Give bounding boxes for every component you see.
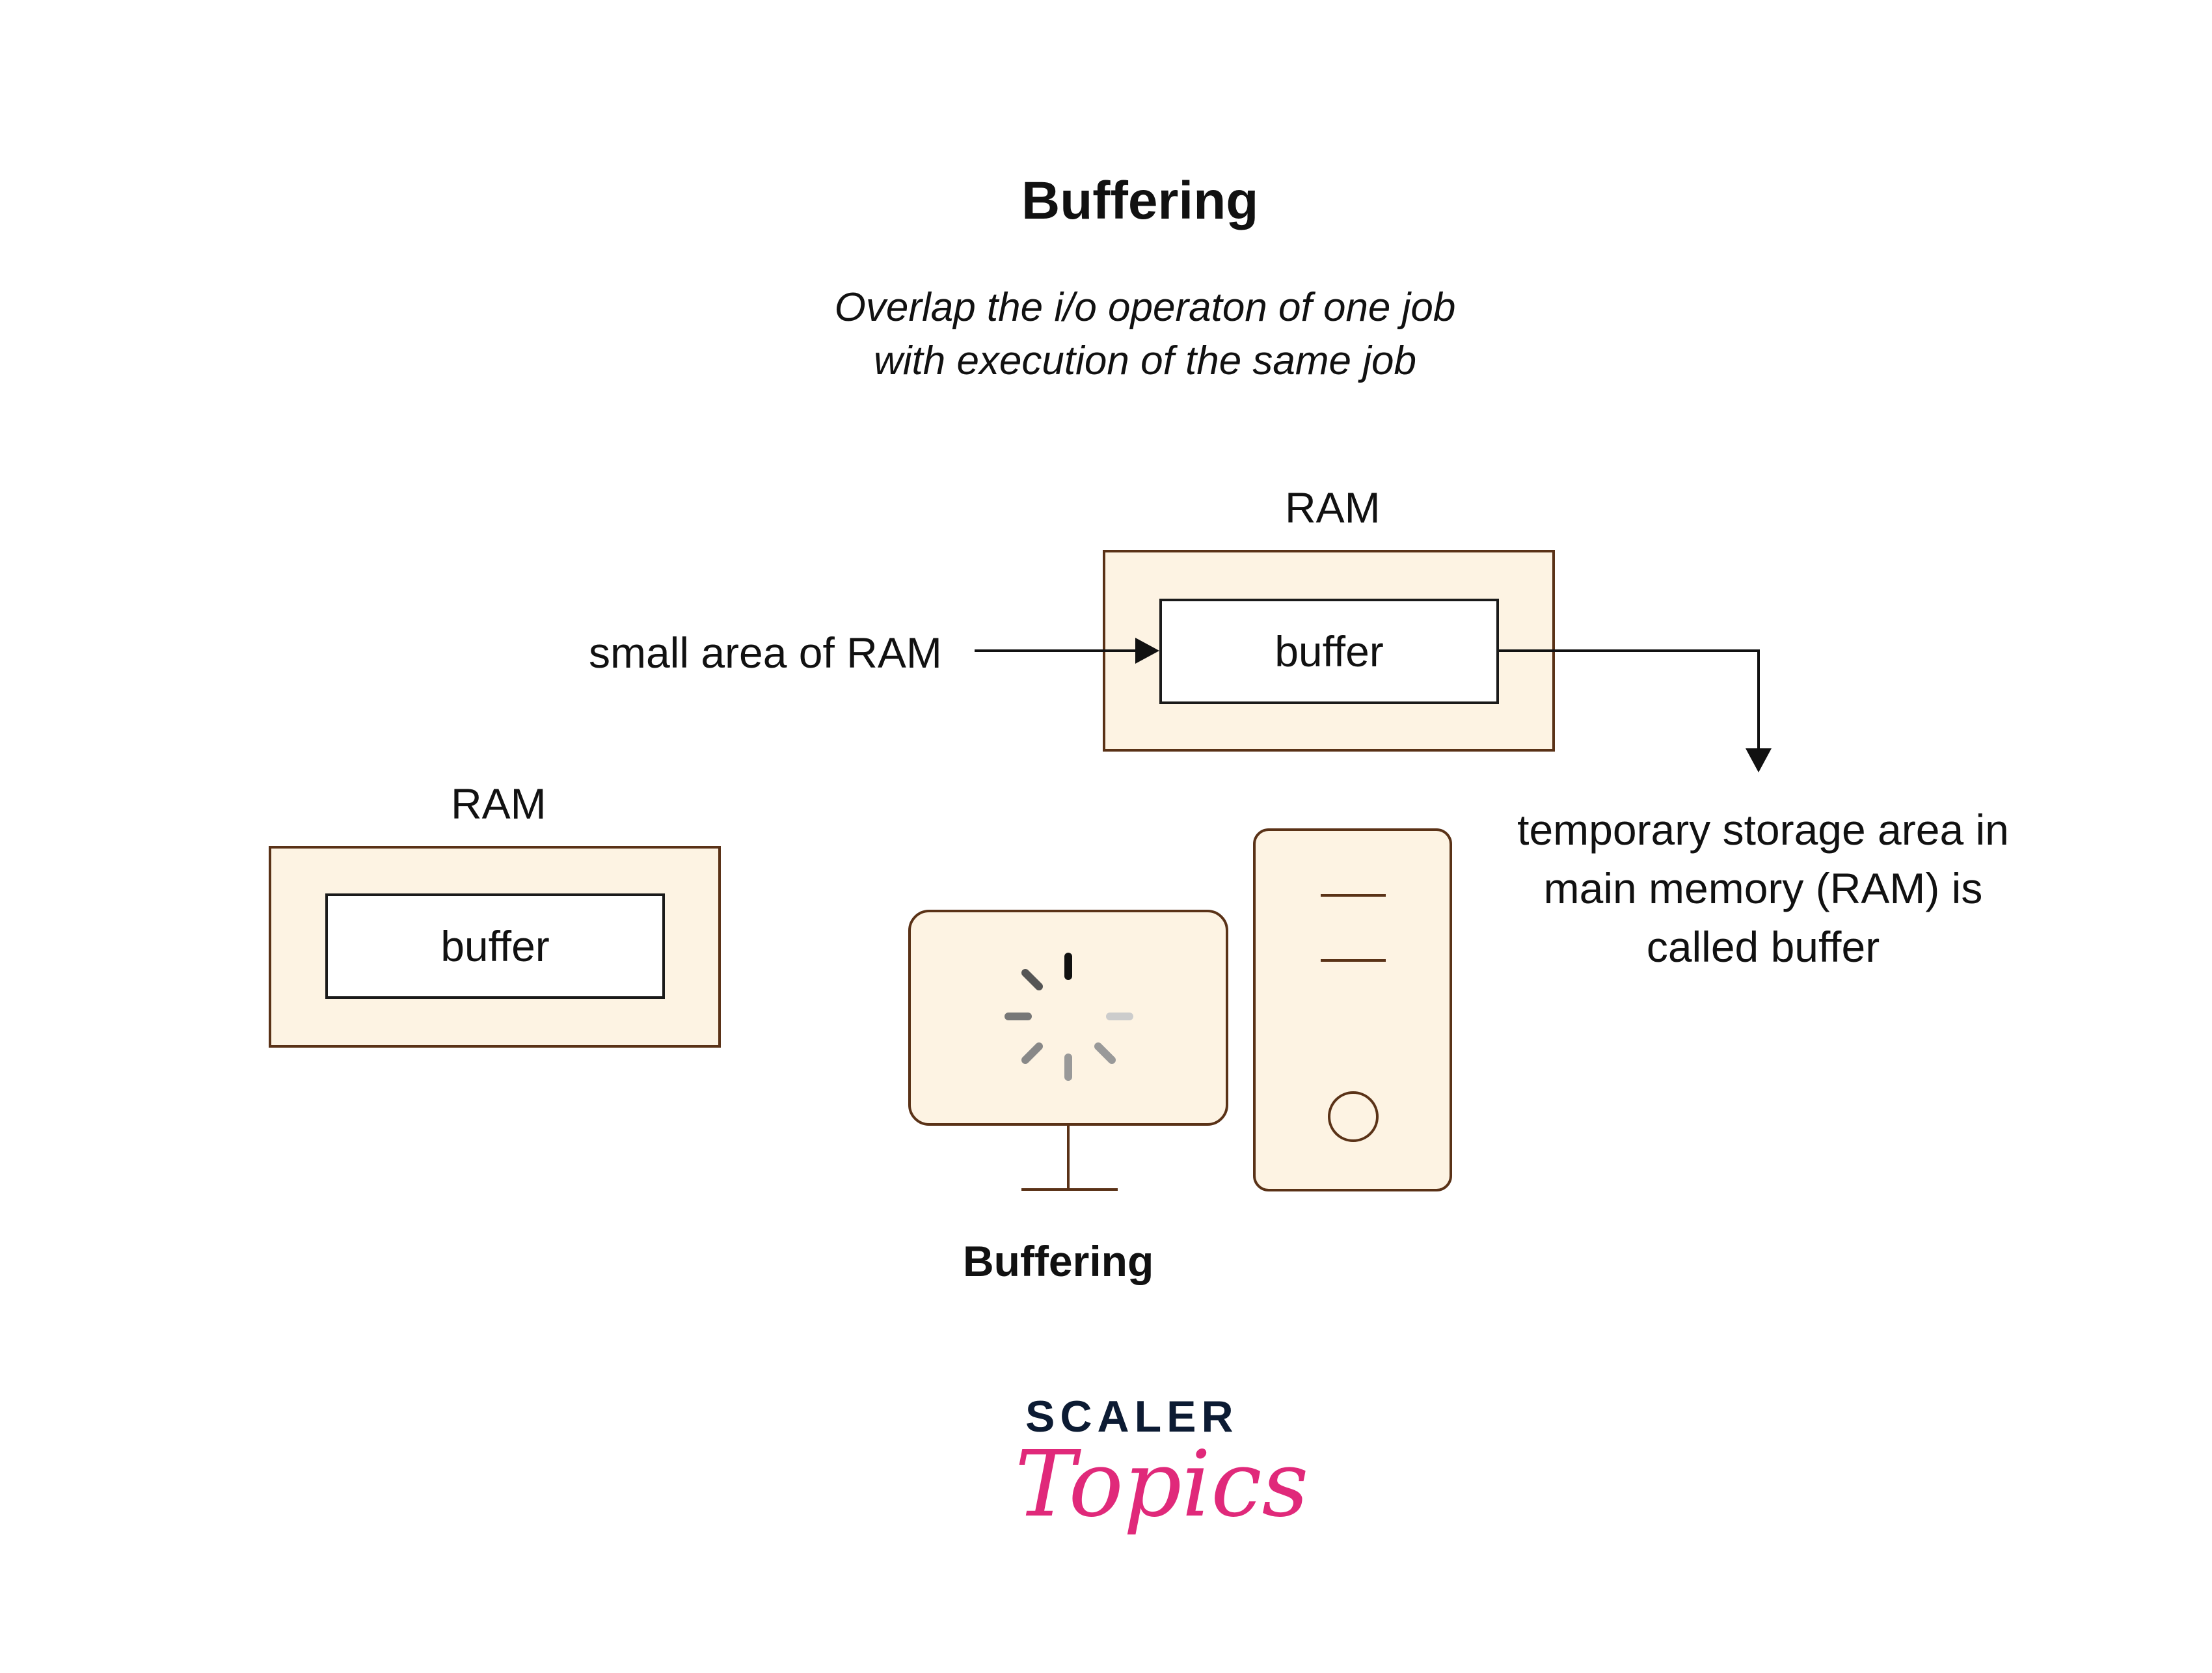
buffer-top-label: buffer [1275,627,1384,675]
ram-left-label: RAM [451,780,546,828]
diagram-subtitle: Overlap the i/o operaton of one job with… [834,285,1456,383]
buffer-description: temporary storage area in main memory (R… [1517,806,2009,971]
brand-topics: Topics [1015,1432,1309,1538]
buffer-left-label: buffer [440,922,550,970]
computer-caption: Buffering [963,1237,1154,1285]
buffer-top-box: buffer [1159,599,1499,704]
small-area-label: small area of RAM [589,629,942,677]
arrow-to-description [1499,649,1772,772]
arrow-to-buffer [975,638,1159,664]
loading-spinner-icon [1005,953,1133,1081]
brand-scaler: SCALER [1025,1392,1239,1441]
buffer-left-box: buffer [325,893,665,999]
monitor-icon [908,910,1228,1191]
cpu-tower-icon [1253,828,1452,1191]
diagram-title: Buffering [1021,171,1259,230]
ram-top-label: RAM [1285,483,1381,532]
